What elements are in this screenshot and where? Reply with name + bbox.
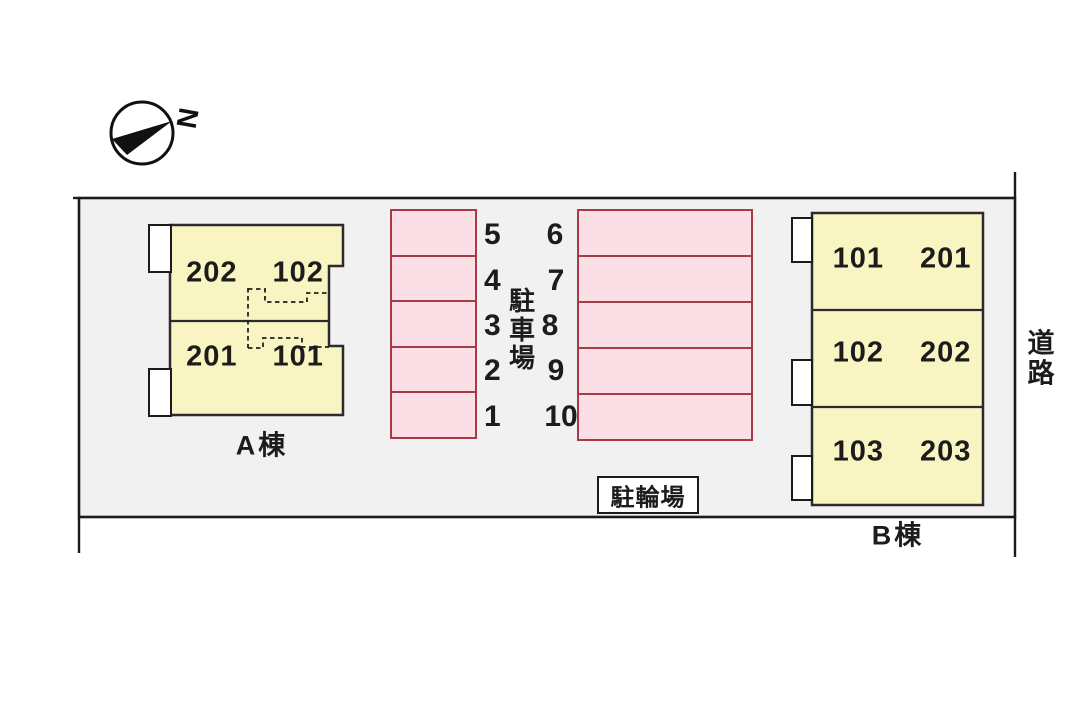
parking-space-1 xyxy=(390,391,477,439)
unit-label: 201 xyxy=(186,340,238,373)
parking-number-5: 5 xyxy=(484,218,501,251)
parking-number-4: 4 xyxy=(484,264,501,297)
parking-number-3: 3 xyxy=(484,309,501,342)
parking-number-8: 8 xyxy=(541,309,559,342)
parking-space-4 xyxy=(390,255,477,302)
parking-number-6: 6 xyxy=(546,218,564,251)
compass-icon: N xyxy=(109,100,205,166)
unit-label: 102 xyxy=(272,256,324,289)
parking-right-column xyxy=(577,209,753,441)
building-a-name: A棟 xyxy=(235,430,289,461)
unit-label: 202 xyxy=(920,336,972,369)
building-b-row3-units: 103 203 xyxy=(833,436,972,469)
parking-space-3 xyxy=(390,300,477,348)
building-b-name: B棟 xyxy=(871,520,925,551)
bicycle-parking-label: 駐輪場 xyxy=(610,484,686,512)
building-b-row2-units: 102 202 xyxy=(833,337,972,370)
boundary-overshoot-lines xyxy=(73,172,1017,557)
parking-number-1: 1 xyxy=(484,400,501,433)
building-b-stairwell-middle xyxy=(791,359,813,406)
unit-label: 103 xyxy=(832,435,884,468)
unit-label: 102 xyxy=(832,336,884,369)
parking-number-9: 9 xyxy=(547,354,565,387)
building-a-dashed-partition xyxy=(247,288,329,349)
building-b-stairwell-top xyxy=(791,217,813,263)
parking-space-7 xyxy=(577,255,753,303)
parking-left-column xyxy=(390,209,477,439)
parking-space-6 xyxy=(577,209,753,257)
building-a-stairwell-bottom xyxy=(148,368,172,417)
parking-lot-title: 駐車場 xyxy=(508,286,535,374)
unit-label: 201 xyxy=(920,242,972,275)
parking-space-10 xyxy=(577,393,753,441)
unit-label: 101 xyxy=(832,242,884,275)
building-a-upper-units: 202 102 xyxy=(186,257,324,290)
bicycle-parking-box xyxy=(597,476,699,514)
building-b-outline xyxy=(810,211,985,507)
parking-number-2: 2 xyxy=(484,354,501,387)
road-label: 道路 xyxy=(1027,328,1055,388)
parking-space-5 xyxy=(390,209,477,257)
parking-space-2 xyxy=(390,346,477,393)
building-b xyxy=(791,211,985,507)
unit-label: 101 xyxy=(272,340,324,373)
building-a-lower-units: 201 101 xyxy=(186,341,324,374)
building-b-row1-units: 101 201 xyxy=(833,243,972,276)
parking-number-7: 7 xyxy=(547,264,565,297)
building-a xyxy=(148,223,345,417)
north-label: N xyxy=(170,105,204,130)
unit-label: 203 xyxy=(920,435,972,468)
building-a-stairwell-top xyxy=(148,224,172,273)
parking-space-8 xyxy=(577,301,753,349)
building-b-stairwell-bottom xyxy=(791,455,813,501)
unit-label: 202 xyxy=(186,256,238,289)
parking-space-9 xyxy=(577,347,753,395)
parking-number-10: 10 xyxy=(544,400,578,433)
